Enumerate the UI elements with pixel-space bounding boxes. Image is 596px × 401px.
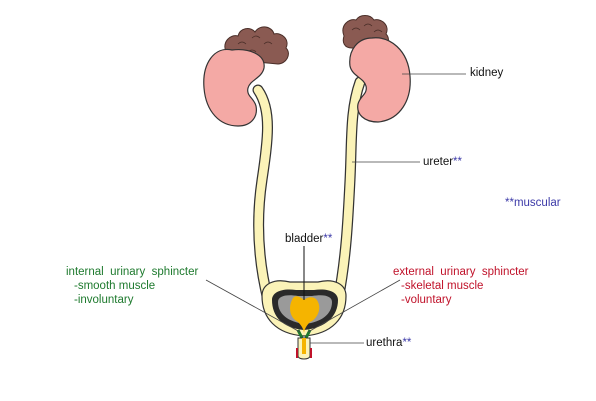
right-kidney [349,37,411,123]
urine [290,296,320,334]
internal-sphincter-line1: -smooth muscle [74,280,156,292]
ureter-label: ureter** [423,156,462,168]
internal-sphincter-title: internal urinary sphincter [66,266,199,278]
muscular-note: **muscular [505,197,561,209]
urethra-label: urethra** [366,337,412,349]
urethra [296,337,312,360]
external-sphincter-marker [296,348,312,358]
external-sphincter-label: external urinary sphincter -skeletal mus… [393,265,529,307]
internal-sphincter-leader [205,279,301,333]
external-sphincter-line2: -voluntary [401,294,452,306]
bladder-label: bladder** [285,233,333,245]
external-sphincter-title: external urinary sphincter [393,266,529,278]
internal-sphincter-label: internal urinary sphincter -smooth muscl… [66,265,198,307]
external-sphincter-leader [307,279,401,333]
kidney-label: kidney [470,67,504,79]
internal-sphincter-line2: -involuntary [74,294,134,306]
external-sphincter-line1: -skeletal muscle [401,280,484,292]
left-kidney [203,48,265,127]
